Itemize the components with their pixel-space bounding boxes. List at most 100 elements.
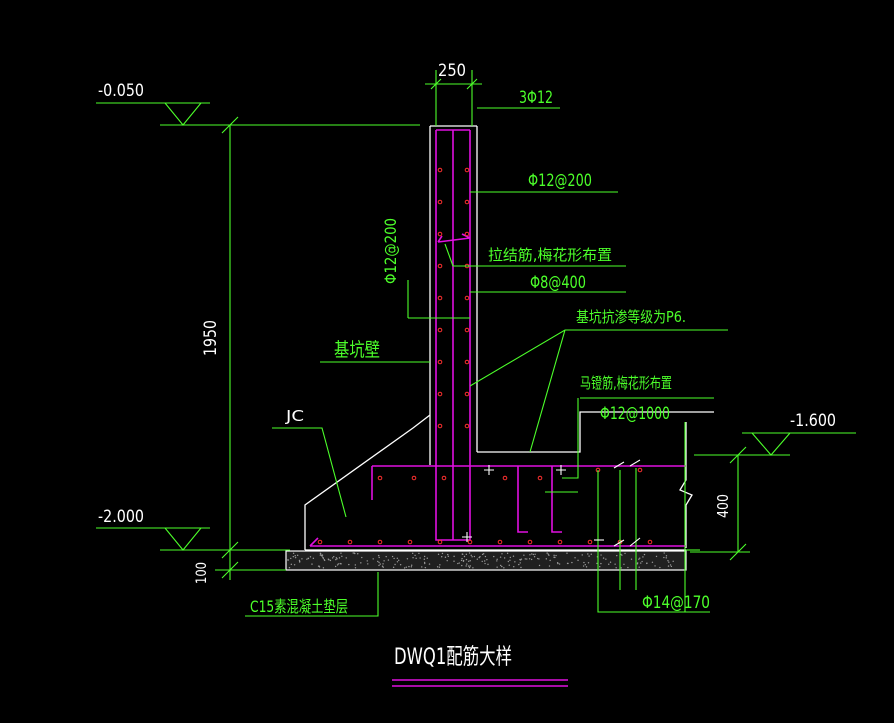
hatch-dot	[571, 561, 573, 564]
hatch-dot	[399, 564, 402, 566]
wall-width-dimension: 250	[438, 61, 466, 81]
hatch-dot	[534, 553, 536, 555]
rebar-dot	[637, 467, 643, 473]
rebar-dot	[437, 391, 443, 397]
hatch-dot	[616, 554, 618, 557]
hatch-dot	[620, 553, 622, 556]
hatch-dot	[411, 564, 413, 566]
hatch-dot	[354, 567, 357, 569]
hatch-dot	[377, 554, 380, 557]
hatch-dot	[293, 564, 296, 566]
hatch-dot	[518, 563, 520, 566]
hatch-dot	[379, 563, 381, 565]
hatch-dot	[478, 556, 480, 559]
chair-spec-label: Φ12@1000	[600, 404, 670, 424]
rebar-dot	[527, 539, 533, 545]
hatch-dot	[600, 562, 602, 565]
hatch-dot	[482, 553, 485, 555]
hatch-dot	[348, 563, 350, 566]
hatch-dot	[410, 566, 413, 568]
hatch-dot	[557, 562, 559, 565]
hatch-dot	[545, 558, 548, 560]
hatch-dot	[335, 557, 338, 559]
hatch-dot	[672, 560, 674, 563]
hatch-dot	[393, 557, 395, 560]
hatch-dot	[509, 556, 512, 559]
wall-height-dimension: 1950	[201, 320, 221, 356]
hatch-dot	[581, 554, 583, 556]
hatch-dot	[654, 565, 656, 567]
hatch-dot	[608, 563, 610, 565]
hatch-dot	[640, 562, 642, 564]
hatch-dot	[609, 561, 612, 563]
hatch-dot	[501, 553, 503, 555]
hatch-dot	[524, 558, 526, 560]
hatch-dot	[584, 564, 586, 566]
hatch-dot	[549, 559, 551, 562]
pit-wall-label: 基坑壁	[334, 339, 380, 361]
rebar-dot	[502, 475, 508, 481]
hatch-dot	[408, 565, 410, 568]
hatch-dot	[396, 561, 399, 563]
hatch-dot	[465, 553, 468, 556]
hatch-dot	[419, 557, 421, 559]
hatch-dot	[630, 558, 633, 560]
hatch-dot	[583, 561, 585, 564]
hatch-dot	[623, 563, 625, 565]
hatch-dot	[412, 557, 414, 559]
hatch-dot	[669, 564, 672, 566]
hatch-dot	[528, 558, 531, 560]
hatch-dot	[353, 552, 355, 554]
chair-desc-label: 马镫筋,梅花形布置	[580, 374, 672, 392]
hatch-dot	[536, 557, 539, 560]
hatch-dot	[665, 555, 668, 557]
rebar-dot	[464, 391, 470, 397]
hatch-dot	[436, 566, 439, 568]
rebar-dot	[437, 199, 443, 205]
hatch-dot	[340, 552, 342, 554]
hatch-dot	[360, 562, 362, 564]
hatch-dot	[361, 556, 363, 559]
hatch-dot	[496, 560, 498, 562]
bottom-bars-label: Φ14@170	[642, 593, 710, 613]
hatch-dot	[465, 558, 468, 561]
rebar-dot	[464, 167, 470, 173]
rebar-dot	[557, 539, 563, 545]
hatch-dot	[668, 561, 670, 563]
rebar-dot	[464, 327, 470, 333]
rebar-dot	[497, 539, 503, 545]
hatch-dot	[558, 563, 561, 565]
hatch-dot	[487, 563, 489, 566]
hatch-dot	[582, 565, 585, 567]
hatch-dot	[663, 556, 665, 559]
hatch-dot	[405, 566, 408, 568]
hatch-dot	[526, 558, 528, 560]
hatch-dot	[441, 552, 444, 555]
hatch-dot	[382, 566, 384, 568]
hatch-dot	[642, 556, 644, 558]
hatch-dot	[472, 567, 474, 569]
bar-tick-marks	[462, 459, 641, 547]
hatch-dot	[447, 555, 450, 558]
hatch-dot	[486, 558, 488, 561]
hatch-dot	[424, 566, 427, 569]
hatch-dot	[513, 566, 515, 568]
rebar-lines	[309, 129, 686, 547]
hatch-dot	[481, 560, 483, 563]
hatch-dot	[553, 554, 555, 557]
rebar-dot	[441, 475, 447, 481]
concrete-outline	[304, 125, 714, 551]
hatch-dot	[585, 566, 588, 568]
hatch-dot	[381, 565, 384, 567]
hatch-dot	[306, 558, 308, 560]
hatch-dot	[461, 564, 463, 567]
hatch-dot	[462, 560, 465, 562]
tie-desc-label: 拉结筋,梅花形布置	[488, 246, 612, 264]
hatch-dot	[336, 558, 338, 560]
waterproof-label: 基坑抗渗等级为P6.	[576, 308, 686, 326]
hatch-dot	[483, 560, 486, 562]
hatch-dot	[643, 553, 646, 556]
hatch-dot	[411, 552, 414, 555]
hatch-dot	[317, 565, 320, 567]
vert-bars-left-label: Φ12@200	[381, 218, 400, 284]
